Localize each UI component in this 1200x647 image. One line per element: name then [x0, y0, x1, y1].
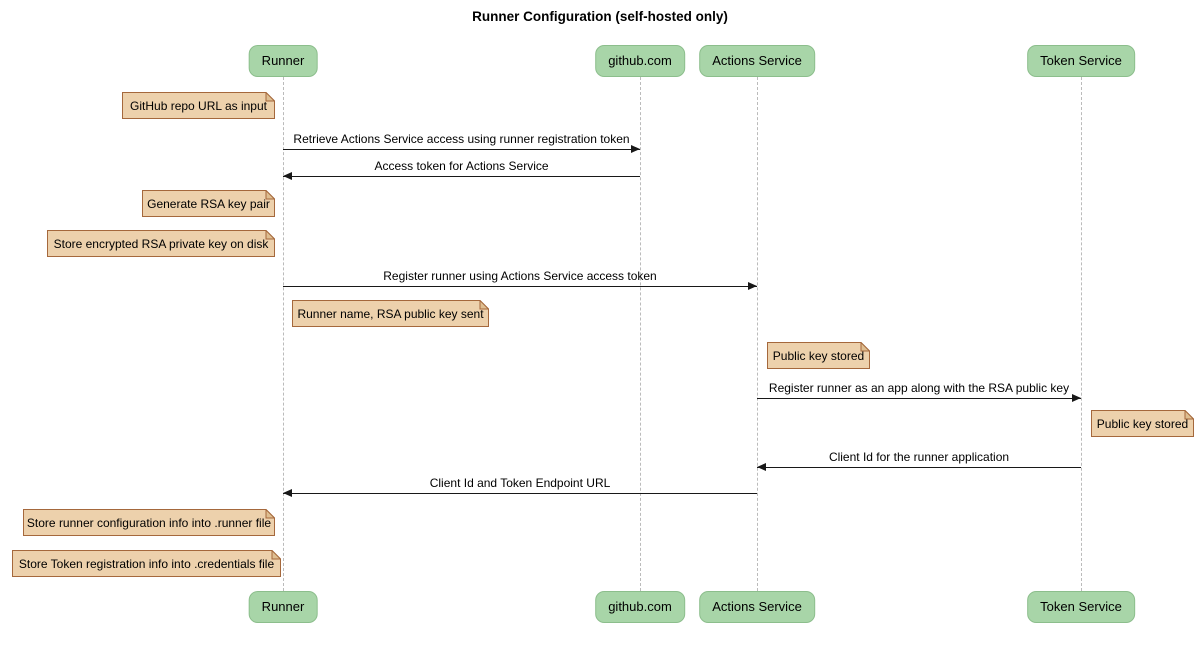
note-shape-icon [122, 92, 275, 119]
message-label-3: Register runner as an app along with the… [768, 381, 1070, 395]
message-line-0 [283, 149, 640, 150]
lifeline-0 [283, 77, 284, 591]
note-0: GitHub repo URL as input [122, 92, 275, 119]
message-arrowhead-2 [748, 282, 757, 290]
message-line-5 [283, 493, 757, 494]
note-4: Public key stored [767, 342, 870, 369]
message-arrowhead-5 [283, 489, 292, 497]
note-shape-icon [767, 342, 870, 369]
note-text: Store encrypted RSA private key on disk [53, 236, 269, 251]
message-label-5: Client Id and Token Endpoint URL [429, 476, 611, 490]
participant-box-bottom-0: Runner [248, 591, 318, 623]
note-text: Store Token registration info into .cred… [18, 556, 275, 571]
note-6: Store runner configuration info into .ru… [23, 509, 275, 536]
note-2: Store encrypted RSA private key on disk [47, 230, 275, 257]
note-3: Runner name, RSA public key sent [292, 300, 489, 327]
note-text: Generate RSA key pair [147, 196, 270, 211]
message-arrowhead-0 [631, 145, 640, 153]
note-text: GitHub repo URL as input [130, 98, 267, 113]
diagram-title: Runner Configuration (self-hosted only) [472, 9, 728, 24]
participant-box-top-2: Actions Service [699, 45, 815, 77]
note-text: Store runner configuration info into .ru… [26, 515, 272, 530]
participant-box-top-3: Token Service [1027, 45, 1135, 77]
message-arrowhead-4 [757, 463, 766, 471]
message-label-4: Client Id for the runner application [828, 450, 1010, 464]
message-line-2 [283, 286, 757, 287]
note-7: Store Token registration info into .cred… [12, 550, 281, 577]
note-shape-icon [12, 550, 281, 577]
note-shape-icon [23, 509, 275, 536]
message-line-4 [757, 467, 1081, 468]
note-shape-icon [142, 190, 275, 217]
note-shape-icon [47, 230, 275, 257]
lifeline-3 [1081, 77, 1082, 591]
message-label-2: Register runner using Actions Service ac… [383, 269, 657, 283]
message-label-0: Retrieve Actions Service access using ru… [293, 132, 630, 146]
participant-box-bottom-1: github.com [595, 591, 685, 623]
note-text: Public key stored [772, 348, 865, 363]
message-line-1 [283, 176, 640, 177]
note-1: Generate RSA key pair [142, 190, 275, 217]
note-shape-icon [292, 300, 489, 327]
lifeline-2 [757, 77, 758, 591]
message-label-1: Access token for Actions Service [374, 159, 549, 173]
message-line-3 [757, 398, 1081, 399]
participant-box-bottom-2: Actions Service [699, 591, 815, 623]
message-arrowhead-3 [1072, 394, 1081, 402]
participant-box-bottom-3: Token Service [1027, 591, 1135, 623]
participant-box-top-1: github.com [595, 45, 685, 77]
note-text: Runner name, RSA public key sent [297, 306, 484, 321]
note-5: Public key stored [1091, 410, 1194, 437]
lifeline-1 [640, 77, 641, 591]
note-text: Public key stored [1096, 416, 1189, 431]
participant-box-top-0: Runner [248, 45, 318, 77]
message-arrowhead-1 [283, 172, 292, 180]
note-shape-icon [1091, 410, 1194, 437]
